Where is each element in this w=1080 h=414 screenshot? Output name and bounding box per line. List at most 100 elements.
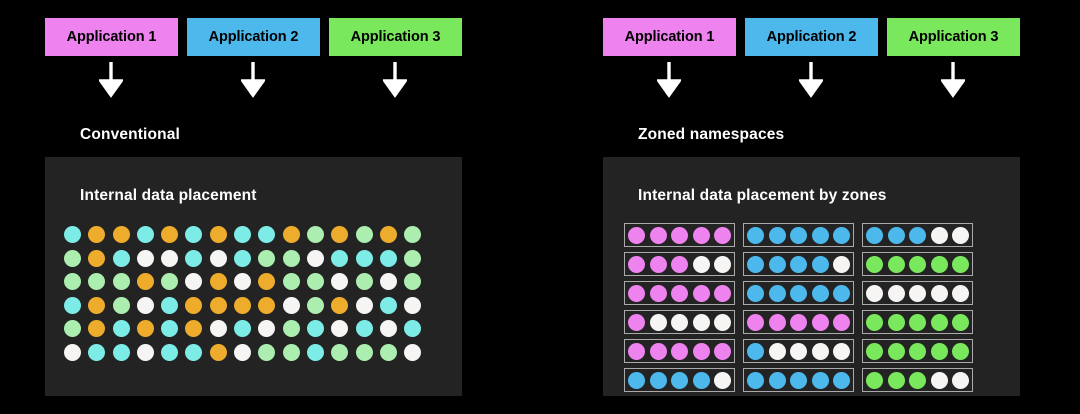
data-block-dot bbox=[952, 342, 969, 360]
data-block-dot bbox=[671, 342, 688, 360]
dot-grid-conventional bbox=[64, 226, 422, 361]
dot-grid-row bbox=[64, 273, 422, 290]
data-block-dot bbox=[649, 284, 667, 302]
data-block-dot bbox=[714, 371, 731, 389]
section-title-zoned: Zoned namespaces bbox=[638, 126, 785, 143]
data-block-dot bbox=[112, 249, 130, 267]
section-title-conventional: Conventional bbox=[80, 126, 180, 143]
zone-box bbox=[862, 368, 973, 392]
data-block-dot bbox=[258, 320, 276, 337]
zone-box bbox=[743, 281, 854, 305]
app-box-label: Application 2 bbox=[208, 29, 299, 45]
app-box-zoned-3[interactable]: Application 3 bbox=[887, 18, 1020, 56]
data-block-dot bbox=[64, 320, 81, 337]
data-block-dot bbox=[209, 296, 227, 314]
data-block-dot bbox=[714, 255, 731, 273]
data-block-dot bbox=[209, 226, 227, 243]
app-box-zoned-1[interactable]: Application 1 bbox=[603, 18, 736, 56]
data-block-dot bbox=[379, 320, 397, 337]
data-block-dot bbox=[790, 342, 807, 360]
data-block-dot bbox=[258, 226, 276, 243]
zone-box bbox=[624, 223, 735, 247]
data-block-dot bbox=[909, 255, 926, 273]
app-box-conventional-3[interactable]: Application 3 bbox=[329, 18, 462, 56]
data-block-dot bbox=[790, 313, 807, 331]
app-box-label: Application 3 bbox=[350, 29, 441, 45]
data-block-dot bbox=[887, 342, 905, 360]
data-block-dot bbox=[258, 273, 276, 290]
data-block-dot bbox=[136, 273, 154, 290]
data-block-dot bbox=[768, 371, 786, 389]
data-block-dot bbox=[306, 249, 324, 267]
data-block-dot bbox=[161, 320, 179, 337]
data-block-dot bbox=[161, 226, 179, 243]
zone-box bbox=[624, 339, 735, 363]
app-box-label: Application 2 bbox=[766, 29, 857, 45]
data-block-dot bbox=[234, 343, 252, 361]
data-block-dot bbox=[714, 226, 731, 244]
data-block-dot bbox=[833, 342, 850, 360]
data-block-dot bbox=[258, 296, 276, 314]
data-block-dot bbox=[379, 226, 397, 243]
data-block-dot bbox=[952, 226, 969, 244]
data-block-dot bbox=[930, 284, 948, 302]
card-title-zoned: Internal data placement by zones bbox=[638, 187, 887, 204]
data-block-dot bbox=[811, 226, 829, 244]
data-block-dot bbox=[112, 226, 130, 243]
data-block-dot bbox=[355, 249, 373, 267]
card-title-conventional: Internal data placement bbox=[80, 187, 257, 204]
data-block-dot bbox=[747, 342, 764, 360]
data-block-dot bbox=[306, 273, 324, 290]
data-block-dot bbox=[833, 255, 850, 273]
data-block-dot bbox=[811, 284, 829, 302]
data-block-dot bbox=[866, 342, 883, 360]
data-block-dot bbox=[234, 296, 252, 314]
app-box-conventional-2[interactable]: Application 2 bbox=[187, 18, 320, 56]
data-block-dot bbox=[768, 342, 786, 360]
data-block-dot bbox=[136, 249, 154, 267]
app-box-zoned-2[interactable]: Application 2 bbox=[745, 18, 878, 56]
data-block-dot bbox=[355, 273, 373, 290]
data-block-dot bbox=[404, 273, 422, 290]
data-block-dot bbox=[649, 226, 667, 244]
dot-grid-row bbox=[64, 249, 422, 267]
data-block-dot bbox=[234, 249, 252, 267]
data-block-dot bbox=[671, 313, 688, 331]
app-box-conventional-1[interactable]: Application 1 bbox=[45, 18, 178, 56]
down-arrow-icon bbox=[799, 62, 823, 98]
data-block-dot bbox=[331, 343, 349, 361]
data-block-dot bbox=[790, 284, 807, 302]
arrows-zoned bbox=[603, 62, 1020, 100]
data-block-dot bbox=[866, 255, 883, 273]
data-block-dot bbox=[887, 284, 905, 302]
data-block-dot bbox=[747, 255, 764, 273]
data-block-dot bbox=[185, 226, 203, 243]
data-block-dot bbox=[185, 296, 203, 314]
data-block-dot bbox=[692, 226, 710, 244]
data-block-dot bbox=[282, 226, 300, 243]
data-block-dot bbox=[379, 296, 397, 314]
data-block-dot bbox=[909, 226, 926, 244]
data-block-dot bbox=[331, 296, 349, 314]
data-block-dot bbox=[692, 313, 710, 331]
data-block-dot bbox=[768, 226, 786, 244]
data-block-dot bbox=[952, 371, 969, 389]
data-block-dot bbox=[790, 226, 807, 244]
zone-box bbox=[743, 252, 854, 276]
zone-box bbox=[743, 310, 854, 334]
data-block-dot bbox=[833, 371, 850, 389]
data-block-dot bbox=[282, 343, 300, 361]
data-block-dot bbox=[649, 342, 667, 360]
data-block-dot bbox=[649, 313, 667, 331]
zone-box bbox=[624, 281, 735, 305]
data-block-dot bbox=[136, 296, 154, 314]
zone-grid-zoned bbox=[624, 223, 973, 392]
zone-grid-row bbox=[624, 281, 973, 305]
data-block-dot bbox=[811, 342, 829, 360]
data-block-dot bbox=[64, 343, 81, 361]
data-block-dot bbox=[234, 273, 252, 290]
data-block-dot bbox=[355, 320, 373, 337]
data-block-dot bbox=[747, 284, 764, 302]
data-block-dot bbox=[88, 320, 106, 337]
data-block-dot bbox=[649, 255, 667, 273]
